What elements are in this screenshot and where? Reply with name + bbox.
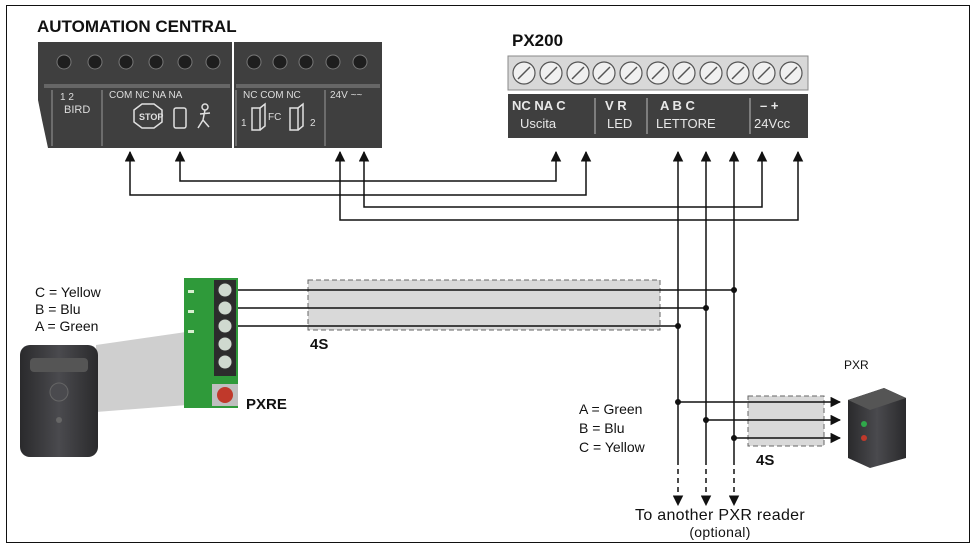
pxr-wire-c: C = Yellow <box>579 439 645 455</box>
px200-uscita-top: NC NA C <box>512 98 566 113</box>
px200-power-bottom: 24Vcc <box>754 116 791 131</box>
px200-lettore-bottom: LETTORE <box>656 116 716 131</box>
photocell-terminal-labels: NC COM NC <box>243 90 301 101</box>
pxre-junctions <box>675 287 737 329</box>
px200-uscita-bottom: Uscita <box>520 116 557 131</box>
pxre-wire-c: C = Yellow <box>35 284 101 300</box>
automation-central-title: AUTOMATION CENTRAL <box>37 17 237 36</box>
px200-lettore-top: A B C <box>660 98 695 113</box>
px200-board <box>507 55 809 138</box>
diagram-frame <box>6 5 970 543</box>
px200-led-bottom: LED <box>607 116 633 131</box>
pxr-name: PXR <box>844 358 869 372</box>
px200-led-top: V R <box>605 98 627 113</box>
pxr-cable-label: 4S <box>756 452 775 469</box>
bird-terminal-label: BIRD <box>64 104 91 116</box>
controller-wiring <box>124 150 804 507</box>
pxr-reader <box>848 388 906 468</box>
pxr-wire-a: A = Green <box>579 401 643 417</box>
stop-sign-label: STOP <box>139 112 164 122</box>
photocell-1-label: 1 <box>241 118 247 129</box>
photocell-2-label: 2 <box>310 118 316 129</box>
pxre-cable <box>307 279 661 331</box>
bird-terminal-numbers: 1 2 <box>60 92 74 103</box>
another-reader-note: To another PXR reader (optional) <box>590 507 850 541</box>
pxre-cable-label: 4S <box>310 336 329 353</box>
pxr-wires <box>678 396 842 444</box>
pxr-junctions <box>675 399 737 441</box>
pxre-wires <box>224 284 734 332</box>
com-nc-na-labels: COM NC NA NA <box>109 90 183 101</box>
pxre-name: PXRE <box>246 396 287 413</box>
another-reader-line2: (optional) <box>689 524 751 540</box>
automation-central-board <box>38 42 382 148</box>
pxre-device <box>20 278 238 457</box>
pxre-wire-b: B = Blu <box>35 301 81 317</box>
power-terminal-label: 24V ~~ <box>330 90 363 101</box>
px200-power-top: – + <box>760 98 779 113</box>
pxr-wire-b: B = Blu <box>579 420 625 436</box>
photocell-fc-label: FC <box>268 112 282 123</box>
another-reader-line1: To another PXR reader <box>635 507 805 524</box>
pxre-wire-a: A = Green <box>35 318 99 334</box>
px200-title: PX200 <box>512 31 564 50</box>
